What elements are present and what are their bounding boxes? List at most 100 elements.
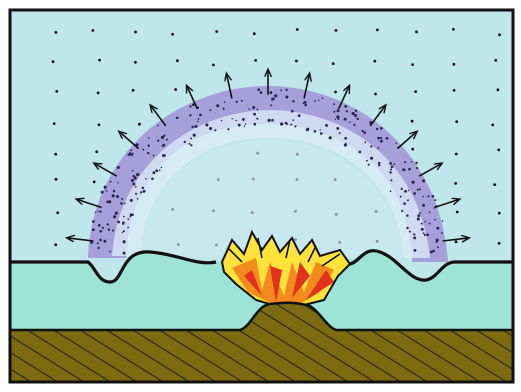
particle-dot — [55, 178, 58, 181]
bubble-speckle — [390, 190, 392, 192]
bubble-speckle — [335, 119, 336, 120]
bubble-speckle — [424, 221, 426, 223]
bubble-speckle — [191, 126, 193, 128]
bubble-speckle — [411, 161, 413, 163]
bubble-speckle — [413, 236, 416, 239]
bubble-speckle — [112, 230, 114, 232]
particle-dot — [215, 30, 218, 33]
particle-dot — [95, 150, 98, 153]
bubble-speckle — [404, 161, 406, 163]
particle-dot — [493, 183, 496, 186]
bubble-speckle — [412, 181, 415, 184]
bubble-speckle — [336, 115, 339, 118]
particle-dot — [253, 32, 256, 35]
bubble-speckle — [427, 195, 429, 197]
bubble-speckle — [285, 122, 288, 125]
bubble-speckle — [400, 196, 402, 198]
bubble-speckle — [270, 92, 272, 94]
bubble-speckle — [198, 118, 200, 120]
particle-dot — [134, 61, 137, 64]
bubble-speckle — [322, 97, 324, 99]
particle-dot — [414, 90, 417, 93]
bubble-speckle — [98, 224, 101, 227]
bubble-speckle — [242, 118, 245, 121]
bubble-speckle — [131, 155, 133, 157]
bubble-speckle — [137, 198, 139, 200]
bubble-speckle — [236, 101, 238, 103]
bubble-speckle — [244, 126, 245, 127]
bubble-speckle — [153, 171, 156, 174]
bubble-speckle — [184, 141, 186, 143]
bubble-speckle — [415, 162, 417, 164]
bubble-speckle — [235, 120, 237, 122]
bubble-speckle — [159, 169, 161, 171]
bubble-speckle — [117, 166, 120, 169]
bubble-speckle — [95, 211, 97, 213]
bubble-speckle — [132, 183, 135, 186]
bubble-speckle — [123, 252, 126, 255]
bubble-speckle — [333, 103, 335, 105]
particle-dot — [134, 31, 137, 34]
particle-dot — [374, 93, 377, 96]
bubble-speckle — [108, 228, 110, 230]
particle-dot — [455, 153, 458, 156]
bubble-speckle — [307, 128, 309, 130]
particle-dot — [98, 123, 101, 126]
bubble-speckle — [209, 127, 212, 130]
bubble-speckle — [199, 114, 202, 117]
particle-dot — [373, 60, 376, 63]
bubble-speckle — [274, 94, 277, 97]
bubble-speckle — [345, 143, 347, 145]
bubble-speckle — [238, 124, 241, 127]
bubble-speckle — [205, 123, 208, 126]
bubble-speckle — [135, 186, 137, 188]
bubble-speckle — [241, 100, 243, 102]
bubble-speckle — [344, 105, 347, 108]
bubble-speckle — [290, 124, 292, 126]
particle-dot — [97, 92, 100, 95]
bubble-speckle — [280, 90, 282, 92]
bubble-speckle — [354, 114, 357, 117]
bubble-speckle — [189, 114, 191, 116]
bubble-speckle — [121, 198, 123, 200]
bubble-speckle — [157, 125, 159, 127]
bubble-speckle — [123, 216, 125, 218]
particle-dot — [498, 212, 501, 215]
bubble-speckle — [110, 181, 112, 183]
bubble-speckle — [224, 101, 226, 103]
bubble-speckle — [386, 137, 389, 140]
bubble-speckle — [214, 129, 216, 131]
bubble-speckle — [102, 227, 104, 229]
bubble-speckle — [130, 149, 132, 151]
bubble-speckle — [390, 169, 392, 171]
bubble-speckle — [194, 125, 197, 128]
bubble-speckle — [391, 165, 394, 168]
bubble-speckle — [270, 104, 272, 106]
bubble-speckle — [303, 102, 305, 104]
bubble-speckle — [437, 246, 439, 248]
bubble-speckle — [363, 131, 366, 134]
bubble-speckle — [99, 230, 102, 233]
particle-dot — [494, 59, 497, 62]
bubble-speckle — [148, 145, 150, 147]
bubble-speckle — [92, 220, 95, 223]
particle-dot — [411, 120, 414, 123]
bubble-speckle — [378, 162, 381, 165]
bubble-speckle — [432, 195, 435, 198]
bubble-speckle — [136, 173, 139, 176]
bubble-speckle — [260, 91, 263, 94]
particle-dot — [132, 89, 135, 92]
bubble-speckle — [99, 239, 102, 242]
bubble-speckle — [364, 142, 366, 144]
bubble-speckle — [434, 199, 436, 201]
bubble-speckle — [429, 223, 431, 225]
particle-dot — [254, 59, 257, 62]
bubble-speckle — [380, 137, 382, 139]
bubble-speckle — [120, 202, 123, 205]
particle-dot — [54, 153, 57, 156]
bubble-speckle — [142, 187, 145, 190]
particle-dot — [453, 63, 456, 66]
bubble-speckle — [161, 136, 164, 139]
